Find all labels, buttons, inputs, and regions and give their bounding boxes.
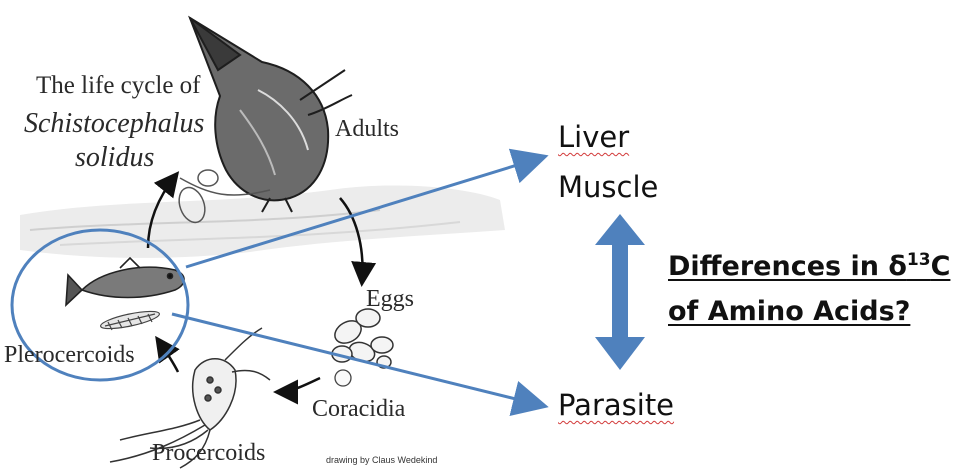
label-coracidia: Coracidia <box>312 396 405 423</box>
question-line1: Differences in δ13C <box>668 250 950 282</box>
coracidium-sketch <box>335 370 351 386</box>
question-line2: of Amino Acids? <box>668 296 910 327</box>
label-muscle: Muscle <box>558 170 658 204</box>
parasite-text: Parasite <box>558 388 674 422</box>
label-liver: Liver <box>558 120 629 154</box>
question-superscript: 13 <box>907 250 931 270</box>
drawing-credit: drawing by Claus Wedekind <box>326 455 437 465</box>
question-prefix: Differences in δ <box>668 251 907 282</box>
liver-text: Liver <box>558 120 629 154</box>
label-adults: Adults <box>335 116 399 143</box>
diagram-title-line1: The life cycle of <box>36 72 201 100</box>
diagram-title-species: Schistocephalus <box>24 108 204 140</box>
eggs-sketch <box>331 309 393 368</box>
double-arrow <box>595 214 645 370</box>
label-parasite: Parasite <box>558 388 674 422</box>
label-eggs: Eggs <box>366 286 414 313</box>
question-suffix: C <box>931 251 951 282</box>
bird-sketch <box>190 18 352 212</box>
plerocercoid-sketch <box>99 308 160 332</box>
label-procercoids: Procercoids <box>152 440 265 467</box>
diagram-title-species-2: solidus <box>75 142 154 174</box>
label-plerocercoids: Plerocercoids <box>4 342 135 369</box>
fish-sketch <box>66 258 184 305</box>
